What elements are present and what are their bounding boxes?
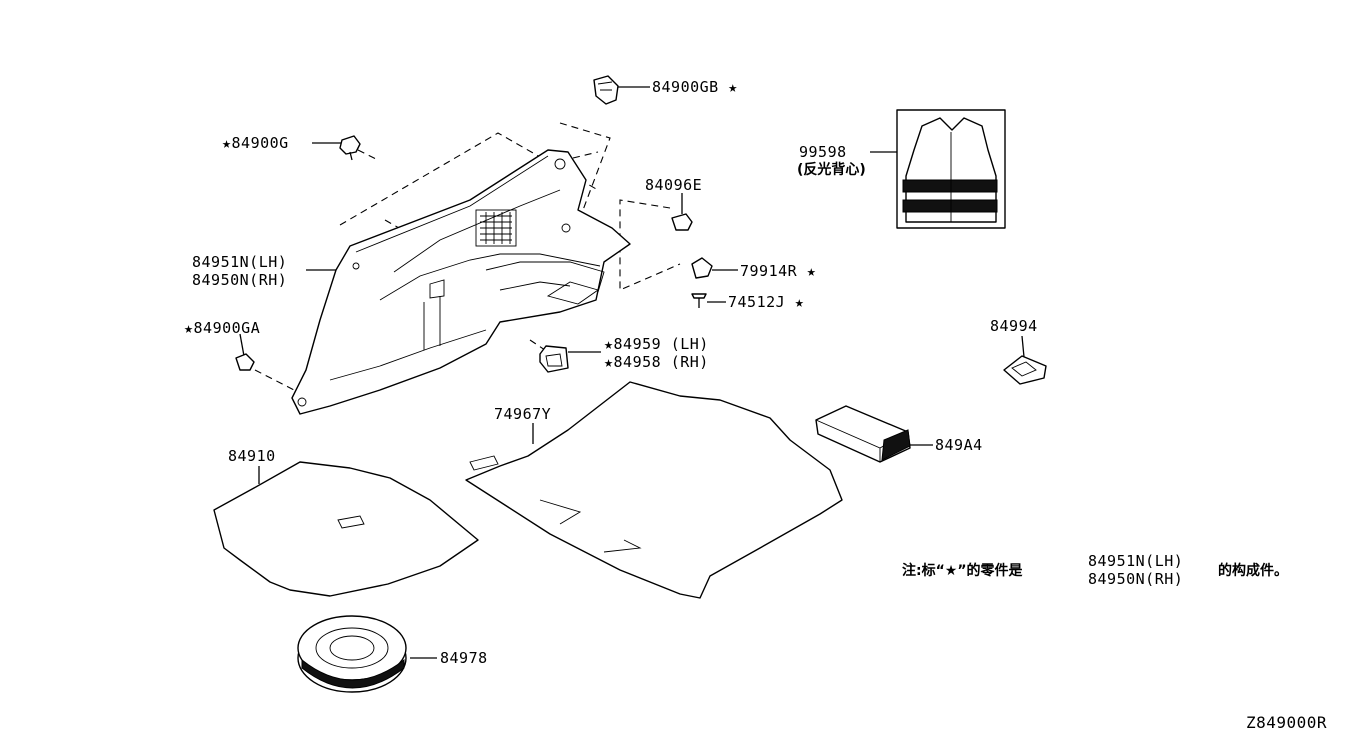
label-84950N: 84950N(RH) [192, 271, 288, 289]
label-84994: 84994 [990, 317, 1038, 335]
diagram-code: Z849000R [1246, 713, 1328, 732]
label-84910: 84910 [228, 447, 276, 465]
label-849A4: 849A4 [935, 436, 983, 454]
label-84959: ★84959 (LH) [604, 335, 709, 353]
board-84910 [213, 461, 479, 597]
label-84900GA: ★84900GA [184, 319, 261, 337]
label-84900G: ★84900G [222, 134, 289, 152]
clip-84900GB [593, 75, 619, 105]
clip-84096E [671, 213, 693, 231]
label-74512J: 74512J ★ [728, 293, 805, 311]
label-99598: 99598 [799, 143, 847, 161]
label-84096E: 84096E [645, 176, 703, 194]
label-99598-cn: (反光背心) [797, 162, 866, 178]
label-84958: ★84958 (RH) [604, 353, 709, 371]
label-84951N: 84951N(LH) [192, 253, 288, 271]
note-part-rh: 84950N(RH) [1088, 570, 1184, 588]
tray-84978 [297, 615, 407, 693]
label-74967Y: 74967Y [494, 405, 552, 423]
note-part-lh: 84951N(LH) [1088, 552, 1184, 570]
side-trim-84951N [291, 149, 631, 415]
label-79914R: 79914R ★ [740, 262, 817, 280]
board-849A4 [815, 405, 911, 463]
bracket-84994 [1003, 355, 1047, 385]
clip-84900GA [235, 353, 255, 371]
screw-74512J [691, 293, 707, 308]
mat-74967Y [465, 381, 843, 599]
vest-99598 [896, 109, 1006, 229]
label-84900GB: 84900GB ★ [652, 78, 738, 96]
note-prefix: 注:标“★”的零件是 [902, 563, 1023, 579]
note-suffix: 的构成件。 [1218, 563, 1288, 579]
cap-84959 [539, 345, 569, 373]
clip-84900G [339, 135, 361, 161]
label-84978: 84978 [440, 649, 488, 667]
clip-79914R [691, 257, 713, 279]
